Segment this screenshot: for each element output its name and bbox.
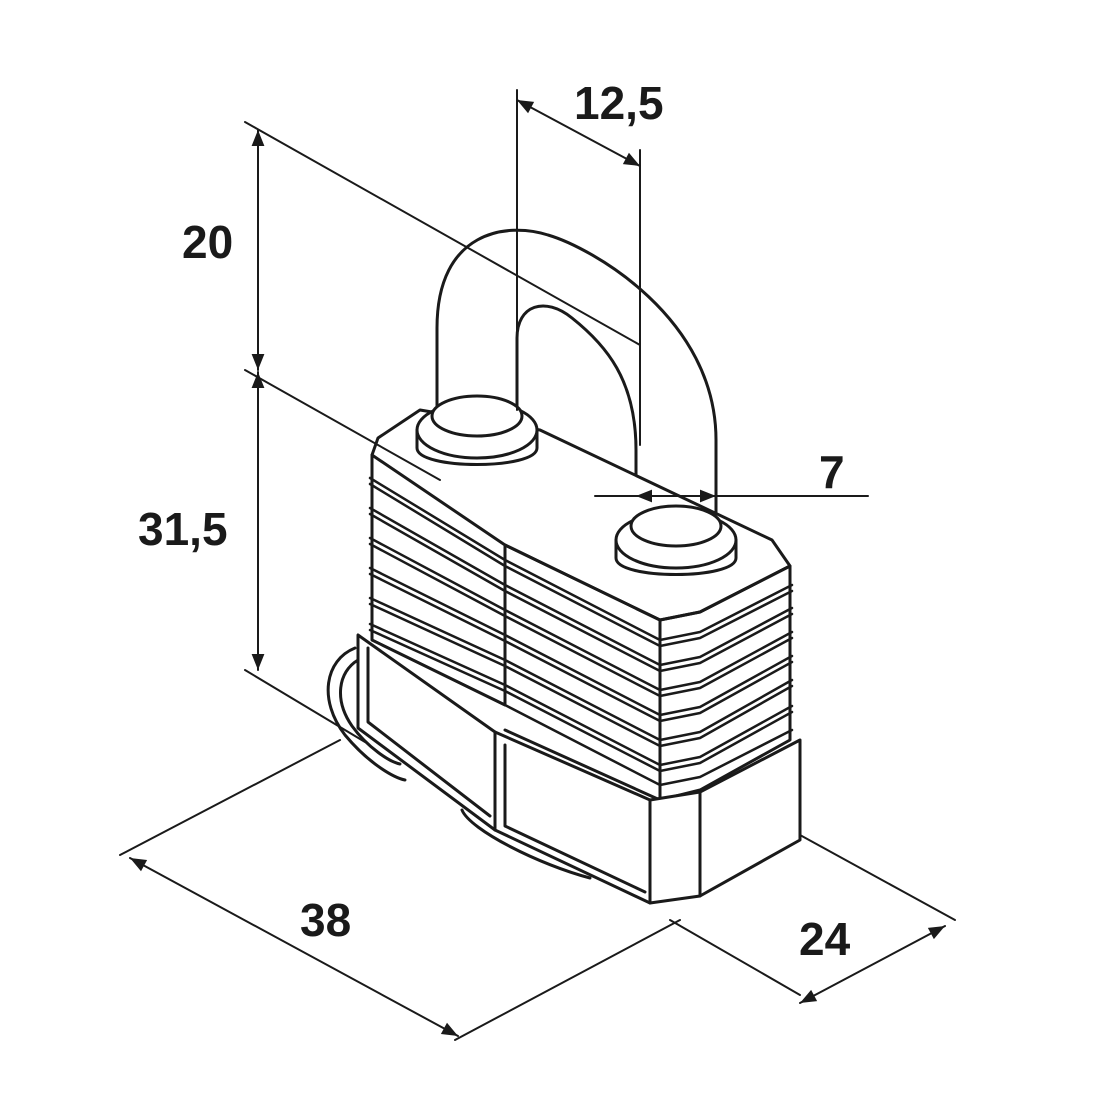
shackle <box>435 228 718 522</box>
dimension-shackle-height: 20 <box>182 216 234 268</box>
dimension-shackle-width: 12,5 <box>574 77 664 129</box>
bottom-bumper <box>326 633 802 905</box>
dimension-body-width: 38 <box>300 894 352 946</box>
shackle-collars <box>415 394 738 576</box>
dimension-body-height: 31,5 <box>138 503 228 555</box>
body-ribs <box>368 476 794 787</box>
dimension-body-depth: 24 <box>799 913 851 965</box>
dimension-lines <box>119 89 956 1041</box>
dimension-shackle-diameter: 7 <box>819 446 845 498</box>
